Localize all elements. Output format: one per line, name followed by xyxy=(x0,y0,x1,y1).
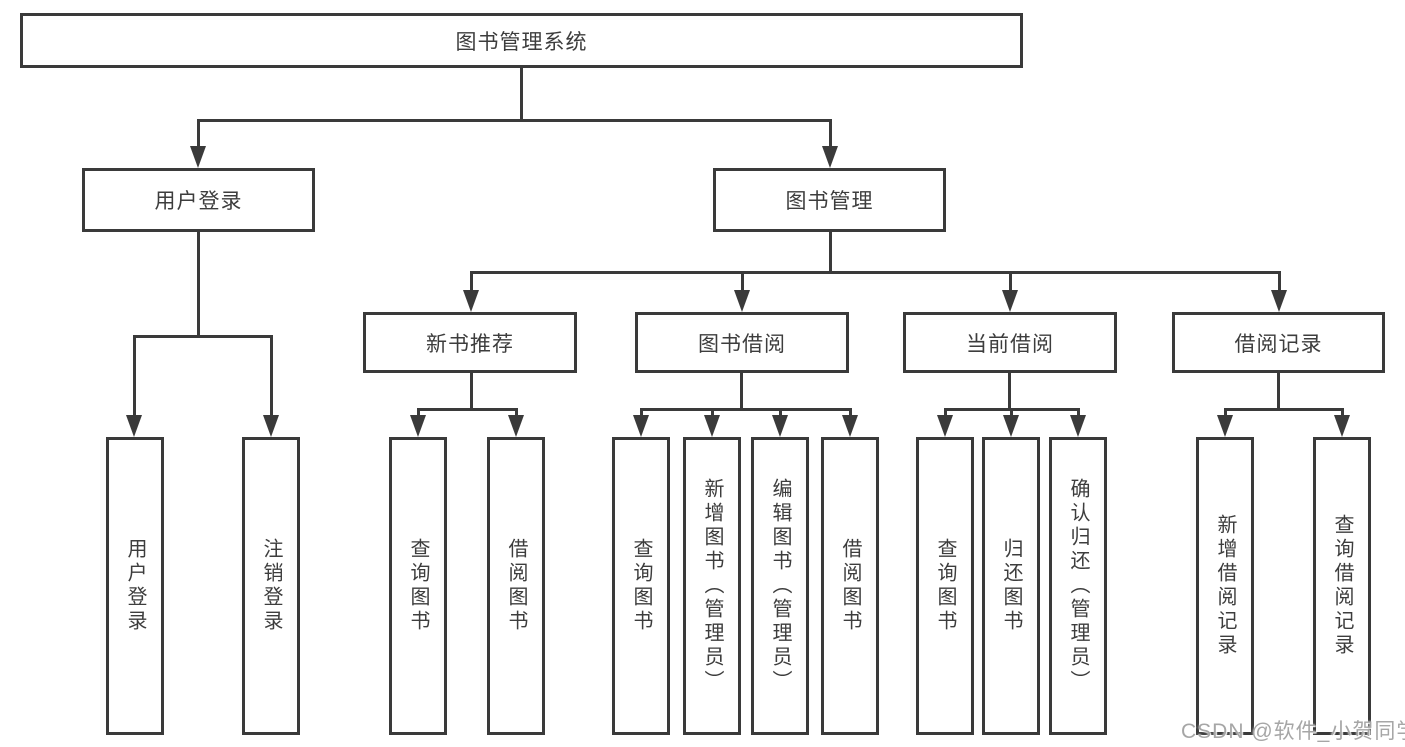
arrowhead-down-icon xyxy=(822,146,838,168)
connector-line xyxy=(740,373,743,411)
arrowhead-down-icon xyxy=(1271,290,1287,312)
arrowhead-down-icon xyxy=(1334,415,1350,437)
node-book-management-label: 图书管理 xyxy=(785,190,874,213)
leaf-query-books-borrowing-label: 查询图书 xyxy=(630,538,652,634)
connector-line xyxy=(1010,408,1013,420)
arrowhead-down-icon xyxy=(126,415,142,437)
connector-line xyxy=(470,271,473,295)
connector-line xyxy=(470,271,1281,274)
leaf-edit-books-admin: 编辑图书（管理员） xyxy=(751,437,809,735)
connector-line xyxy=(1224,408,1344,411)
connector-line xyxy=(133,335,136,417)
connector-line xyxy=(741,271,744,295)
leaf-query-borrow-record: 查询借阅记录 xyxy=(1313,437,1371,735)
node-user-login-label: 用户登录 xyxy=(154,190,243,213)
node-new-book-recommend-label: 新书推荐 xyxy=(426,332,514,356)
arrowhead-down-icon xyxy=(1070,415,1086,437)
arrowhead-down-icon xyxy=(842,415,858,437)
connector-line xyxy=(270,335,273,417)
leaf-borrow-books: 借阅图书 xyxy=(821,437,879,735)
node-current-borrowing-label: 当前借阅 xyxy=(966,332,1054,356)
leaf-query-books-recommend: 查询图书 xyxy=(389,437,447,735)
csdn-watermark: CSDN @软件_小贺同学 xyxy=(1181,720,1405,743)
arrowhead-down-icon xyxy=(1217,415,1233,437)
connector-line xyxy=(417,408,518,411)
arrowhead-down-icon xyxy=(1002,290,1018,312)
leaf-return-books-label: 归还图书 xyxy=(1000,538,1022,634)
connector-line xyxy=(133,335,273,338)
node-current-borrowing: 当前借阅 xyxy=(903,312,1117,373)
leaf-query-books-current-label: 查询图书 xyxy=(934,538,956,634)
connector-line xyxy=(197,119,832,122)
node-book-borrowing: 图书借阅 xyxy=(635,312,849,373)
node-user-login: 用户登录 xyxy=(82,168,315,232)
connector-line xyxy=(520,66,523,121)
connector-line xyxy=(1224,408,1227,420)
arrowhead-down-icon xyxy=(937,415,953,437)
connector-line xyxy=(417,408,420,420)
leaf-confirm-return-admin: 确认归还（管理员） xyxy=(1049,437,1107,735)
leaf-add-borrow-record-label: 新增借阅记录 xyxy=(1214,514,1236,658)
leaf-logout: 注销登录 xyxy=(242,437,300,735)
leaf-edit-books-admin-label: 编辑图书（管理员） xyxy=(769,478,791,694)
connector-line xyxy=(1008,373,1011,411)
arrowhead-down-icon xyxy=(704,415,720,437)
connector-line xyxy=(829,119,832,150)
node-library-management-system-label: 图书管理系统 xyxy=(455,30,588,54)
connector-line xyxy=(515,408,518,420)
connector-line xyxy=(829,232,832,273)
arrowhead-down-icon xyxy=(463,290,479,312)
arrowhead-down-icon xyxy=(508,415,524,437)
leaf-borrow-books-label: 借阅图书 xyxy=(839,538,861,634)
leaf-user-login-label: 用户登录 xyxy=(124,538,146,634)
connector-line xyxy=(1077,408,1080,420)
node-borrowing-records: 借阅记录 xyxy=(1172,312,1385,373)
leaf-confirm-return-admin-label: 确认归还（管理员） xyxy=(1067,478,1089,694)
connector-line xyxy=(197,119,200,150)
leaf-add-books-admin: 新增图书（管理员） xyxy=(683,437,741,735)
connector-line xyxy=(1278,271,1281,295)
node-book-borrowing-label: 图书借阅 xyxy=(698,332,786,356)
arrowhead-down-icon xyxy=(772,415,788,437)
node-book-management: 图书管理 xyxy=(713,168,946,232)
connector-line xyxy=(1341,408,1344,420)
connector-line xyxy=(640,408,643,420)
arrowhead-down-icon xyxy=(190,146,206,168)
leaf-query-books-current: 查询图书 xyxy=(916,437,974,735)
leaf-query-books-borrowing: 查询图书 xyxy=(612,437,670,735)
arrowhead-down-icon xyxy=(410,415,426,437)
leaf-logout-label: 注销登录 xyxy=(260,538,282,634)
node-new-book-recommend: 新书推荐 xyxy=(363,312,577,373)
leaf-add-borrow-record: 新增借阅记录 xyxy=(1196,437,1254,735)
node-library-management-system: 图书管理系统 xyxy=(20,13,1023,68)
connector-line xyxy=(1009,271,1012,295)
connector-line xyxy=(779,408,782,420)
connector-line xyxy=(944,408,947,420)
connector-line xyxy=(197,232,200,337)
connector-line xyxy=(711,408,714,420)
leaf-borrow-books-recommend: 借阅图书 xyxy=(487,437,545,735)
arrowhead-down-icon xyxy=(633,415,649,437)
leaf-query-borrow-record-label: 查询借阅记录 xyxy=(1331,514,1353,658)
leaf-return-books: 归还图书 xyxy=(982,437,1040,735)
arrowhead-down-icon xyxy=(734,290,750,312)
leaf-add-books-admin-label: 新增图书（管理员） xyxy=(701,478,723,694)
connector-line xyxy=(470,373,473,411)
arrowhead-down-icon xyxy=(1003,415,1019,437)
connector-line xyxy=(640,408,852,411)
connector-line xyxy=(849,408,852,420)
connector-line xyxy=(1277,373,1280,411)
leaf-user-login: 用户登录 xyxy=(106,437,164,735)
arrowhead-down-icon xyxy=(263,415,279,437)
node-borrowing-records-label: 借阅记录 xyxy=(1234,332,1323,356)
leaf-query-books-recommend-label: 查询图书 xyxy=(407,538,429,634)
leaf-borrow-books-recommend-label: 借阅图书 xyxy=(505,538,527,634)
